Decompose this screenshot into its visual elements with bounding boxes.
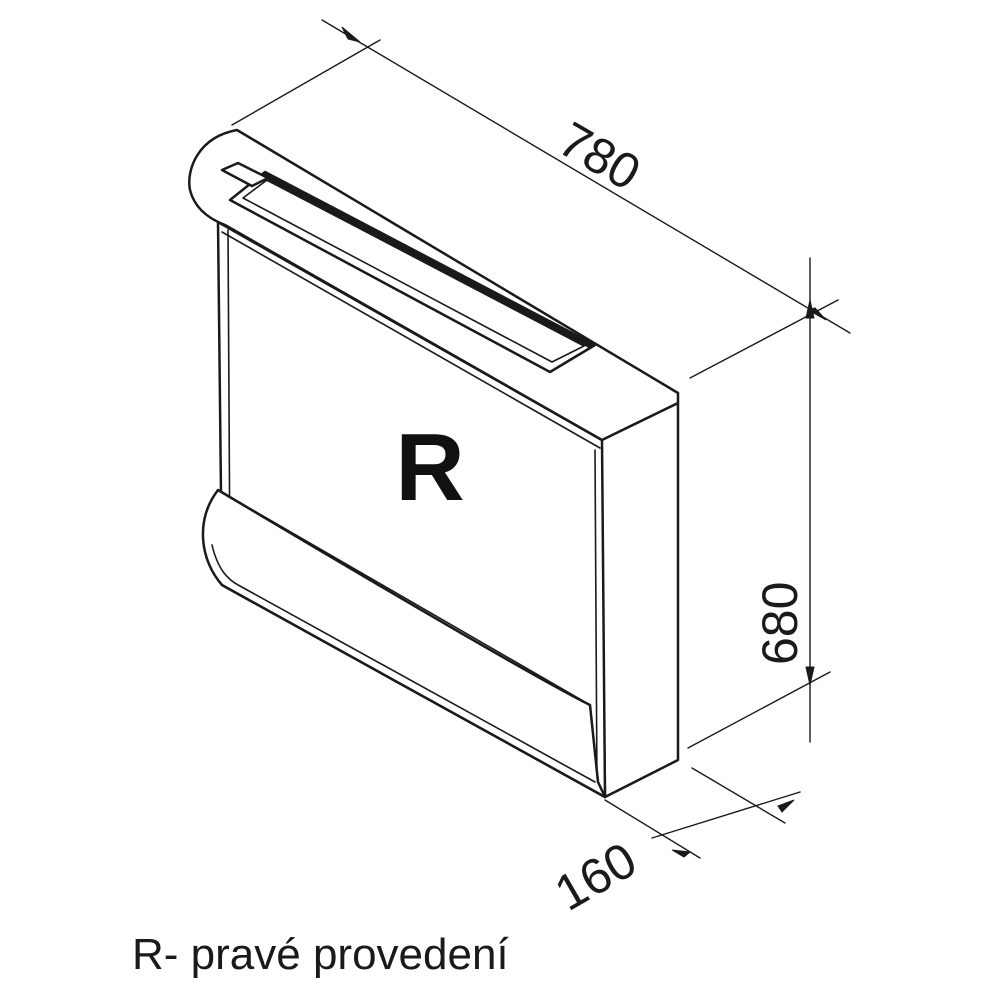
side-panel <box>598 401 680 799</box>
width-arrow-left <box>341 26 361 43</box>
height-dim-label: 680 <box>752 582 808 665</box>
bottom-shelf-edge <box>211 544 596 783</box>
depth-ext-left <box>604 799 701 859</box>
light-switch <box>220 161 270 188</box>
front-right-edge <box>594 449 598 789</box>
light-bar-inner <box>242 179 585 363</box>
variant-mark: R <box>395 414 464 521</box>
caption: R- pravé provedení <box>132 930 509 979</box>
height-arrow-top <box>805 299 815 319</box>
height-arrow-bottom <box>805 666 815 686</box>
depth-dim-label: 160 <box>546 831 646 921</box>
width-dim-line <box>321 19 851 334</box>
depth-arrow-left <box>671 849 692 858</box>
bottom-shelf-lip <box>217 489 599 783</box>
depth-arrow-right <box>777 799 795 813</box>
height-ext-bottom <box>687 671 831 749</box>
width-dim-label: 780 <box>550 111 650 201</box>
depth-dim-line <box>651 791 801 839</box>
lid-rim-line <box>221 231 601 449</box>
lid-front-edge <box>224 224 603 441</box>
depth-ext-right <box>691 767 786 824</box>
width-ext-left <box>231 39 381 126</box>
